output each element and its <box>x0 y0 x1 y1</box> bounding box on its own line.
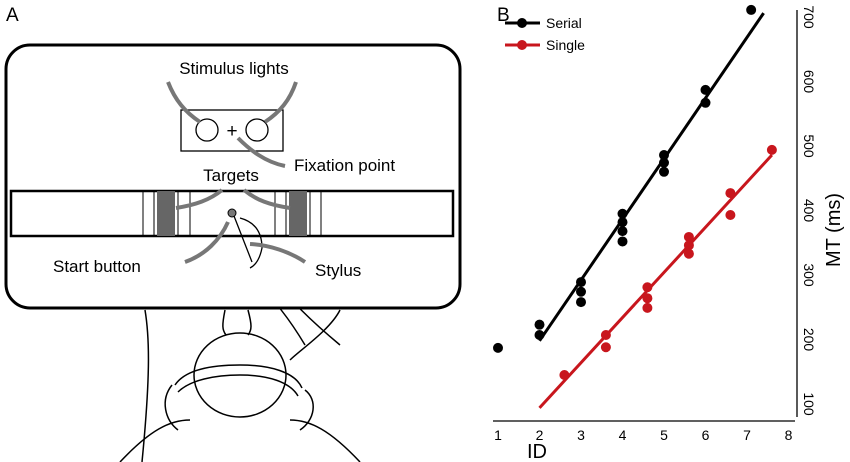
data-point <box>659 150 669 161</box>
y-tick-label: 400 <box>801 199 817 223</box>
x-tick-label: 5 <box>660 427 668 443</box>
label-stimulus-lights: Stimulus lights <box>179 59 289 78</box>
x-tick-label: 7 <box>743 427 751 443</box>
panel-a-label: A <box>6 5 19 26</box>
data-point <box>559 369 570 380</box>
y-tick-label: 700 <box>801 5 817 29</box>
data-point <box>746 4 757 15</box>
data-point <box>576 297 586 308</box>
data-point <box>617 236 628 247</box>
label-fixation-point: Fixation point <box>294 156 395 175</box>
stylus-hand <box>233 215 263 269</box>
data-point <box>493 342 503 353</box>
y-tick-label: 600 <box>801 70 817 94</box>
data-point <box>766 144 777 155</box>
data-point <box>659 157 669 168</box>
stimulus-light-left <box>195 118 219 142</box>
fit-line <box>538 154 774 409</box>
data-point <box>617 217 628 228</box>
y-tick-label: 500 <box>801 134 817 158</box>
legend-marker <box>517 40 527 50</box>
data-point <box>534 319 545 330</box>
x-tick-label: 8 <box>785 427 793 443</box>
x-tick-label: 6 <box>702 427 710 443</box>
data-point <box>683 248 694 259</box>
series-serial <box>493 4 765 353</box>
screen-frame <box>4 43 462 310</box>
legend-label: Single <box>546 37 585 53</box>
legend-marker <box>517 18 527 28</box>
x-tick-label: 1 <box>494 427 502 443</box>
label-stylus: Stylus <box>315 261 361 280</box>
start-button-dot <box>227 208 237 218</box>
data-point <box>600 342 611 353</box>
x-axis-label: ID <box>527 441 547 462</box>
label-start-button: Start button <box>53 257 141 276</box>
data-point <box>642 302 653 313</box>
y-axis-label: MT (ms) <box>823 193 845 267</box>
data-point <box>725 188 736 199</box>
data-point <box>617 226 628 237</box>
target-left <box>157 191 175 236</box>
panel-a-diagram: A + <box>4 5 462 462</box>
data-point <box>617 208 628 219</box>
x-tick-label: 3 <box>577 427 585 443</box>
data-point <box>642 293 653 304</box>
data-point <box>725 210 736 221</box>
data-point <box>700 84 711 95</box>
panel-b-label: B <box>497 5 510 26</box>
data-point <box>576 277 586 288</box>
data-point <box>534 329 545 340</box>
data-point <box>576 286 586 297</box>
stimulus-light-right <box>245 118 269 142</box>
y-tick-label: 300 <box>801 263 817 287</box>
target-right <box>289 191 307 236</box>
x-tick-label: 4 <box>619 427 627 443</box>
data-point <box>600 329 611 340</box>
y-tick-label: 200 <box>801 328 817 352</box>
annotation-arrows <box>166 81 307 264</box>
fixation-cross: + <box>226 121 237 142</box>
data-point <box>642 282 653 293</box>
panel-b-chart: B 1 2 3 4 5 6 7 8 100 200 300 400 500 600 700 ID MT (… <box>493 4 845 462</box>
data-point <box>700 97 711 108</box>
series-single <box>538 144 777 409</box>
data-point <box>683 240 694 251</box>
target-lines <box>142 191 322 236</box>
legend-label: Serial <box>546 15 582 31</box>
fit-line <box>538 12 765 342</box>
x-tick-label: 2 <box>536 427 544 443</box>
y-tick-label: 100 <box>801 392 817 416</box>
data-point <box>659 166 669 177</box>
label-targets: Targets <box>203 166 259 185</box>
data-point <box>683 231 694 242</box>
